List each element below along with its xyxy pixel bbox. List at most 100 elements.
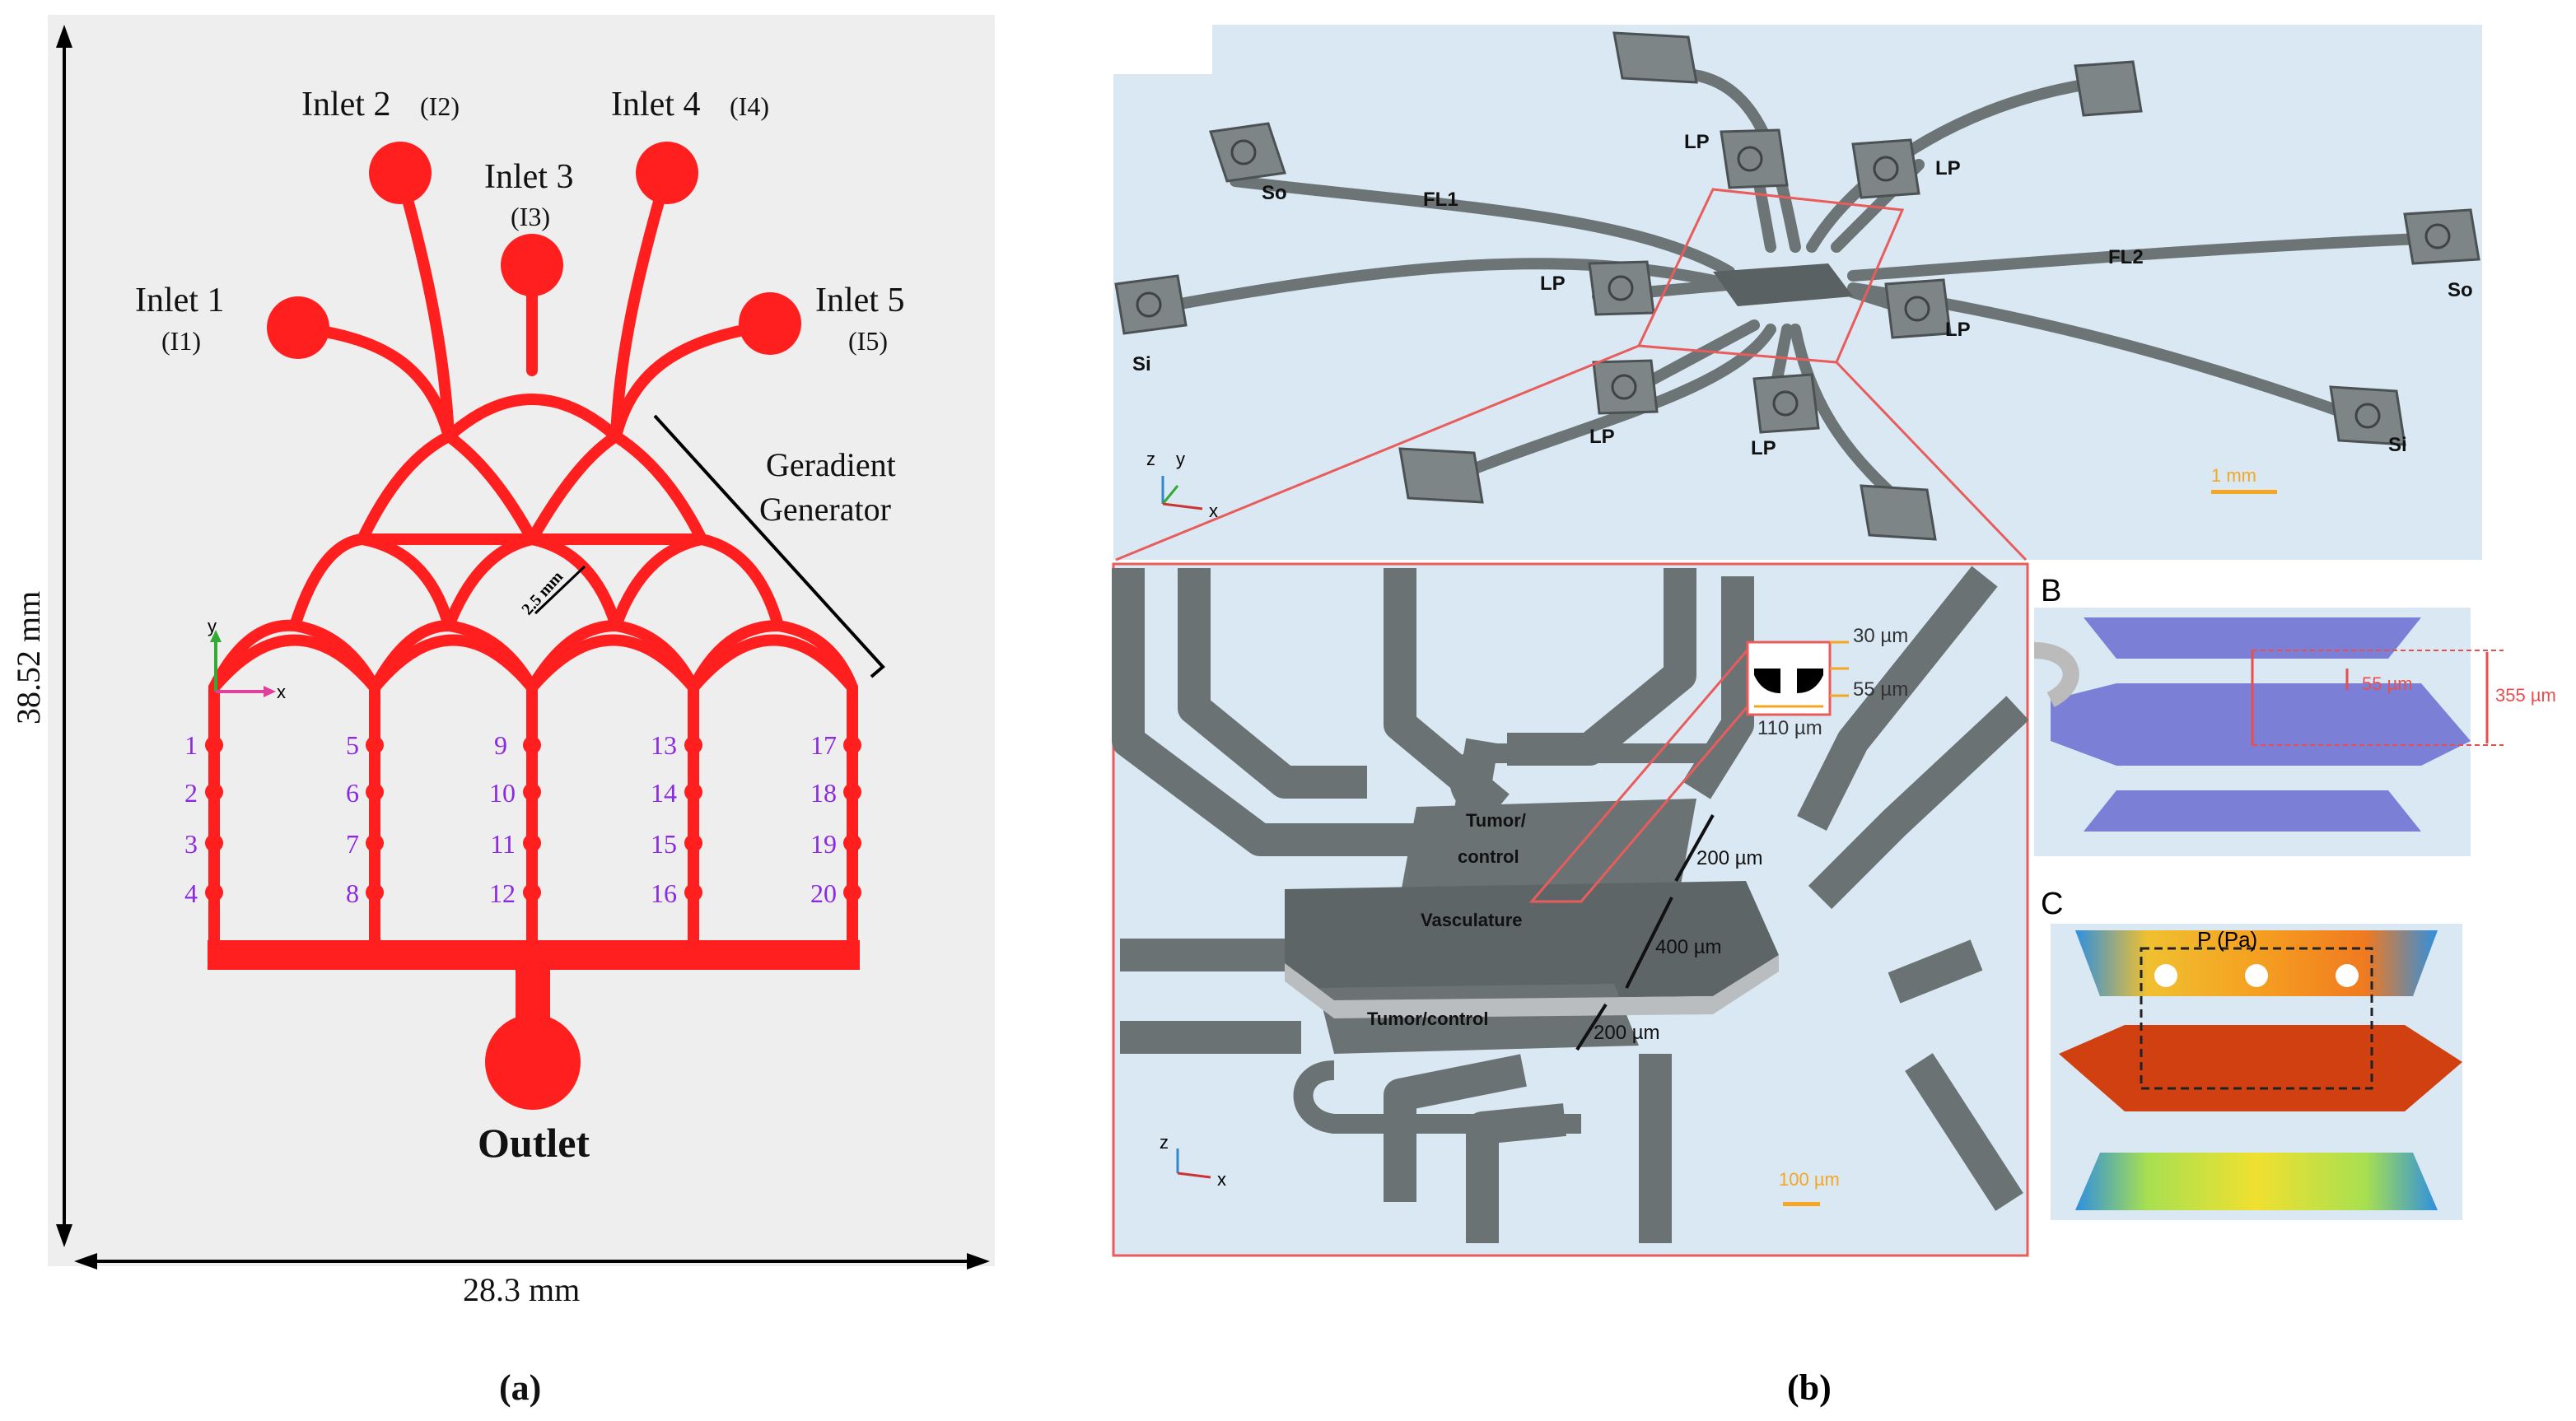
port-label: 12	[489, 878, 516, 908]
port-label: 9	[494, 730, 507, 760]
panel-b-caption: (b)	[1787, 1367, 1832, 1408]
so-right-label: So	[2448, 279, 2473, 301]
port-label: 18	[810, 778, 837, 808]
inlet-3-code: (I3)	[511, 202, 550, 231]
port-label: 20	[810, 878, 837, 908]
dim-200-top-arrow	[1674, 814, 1715, 882]
tumor-control-bottom-label: Tumor/control	[1367, 1009, 1488, 1029]
port-label: 10	[489, 778, 516, 808]
xyz-axes-icon: z y x	[1146, 449, 1218, 521]
inset-110um-label: 110 µm	[1757, 717, 1822, 739]
port-label: 2	[184, 778, 198, 808]
xy-axes-icon: y x	[208, 616, 286, 702]
inlet-3-label: Inlet 3	[484, 158, 573, 196]
port-label: 14	[651, 778, 677, 808]
inlet-2-label: Inlet 2	[301, 86, 390, 123]
port-label: 17	[810, 730, 837, 760]
inlet-1-label: Inlet 1	[135, 282, 224, 319]
svg-text:y: y	[208, 616, 217, 636]
port-label: 19	[810, 829, 837, 859]
lp-label: LP	[1935, 157, 1961, 179]
si-right-label: Si	[2388, 434, 2407, 456]
inlet-4-port	[636, 142, 698, 204]
central-chamber	[1713, 263, 1853, 306]
inset-30um-label: 30 µm	[1853, 625, 1908, 647]
port-label: 3	[184, 829, 198, 859]
svg-text:z: z	[1146, 449, 1155, 469]
panel-C-pressure-map: C P (Pa)	[2041, 887, 2462, 1220]
si-left-label: Si	[1132, 353, 1151, 375]
channel-network	[208, 167, 858, 961]
gradient-generator-bracket	[653, 414, 885, 678]
dim-400-label: 400 µm	[1655, 936, 1722, 958]
inlet-1-code: (I1)	[161, 326, 201, 356]
zoom-3d-view: 30 µm 55 µm 110 µm 200 µm 400 µm 200 µm …	[1112, 562, 2029, 1257]
height-dimension-arrow	[56, 25, 72, 1247]
width-dimension-label: 28.3 mm	[463, 1271, 580, 1308]
svg-text:y: y	[1176, 449, 1185, 469]
vasculature-label: Vasculature	[1421, 910, 1523, 930]
xz-axes-icon: z x	[1160, 1132, 1226, 1190]
gradient-generator-label-2: Generator	[759, 491, 891, 528]
port-label: 5	[346, 730, 359, 760]
lp-label: LP	[1751, 437, 1776, 459]
port-label: 6	[346, 778, 359, 808]
panel-C-letter: C	[2041, 887, 2063, 921]
port-label: 16	[651, 878, 677, 908]
scale-bar-1mm	[2211, 490, 2277, 494]
dim-200-top-label: 200 µm	[1696, 847, 1763, 869]
inlet-3-port	[501, 234, 563, 296]
so-left-label: So	[1262, 182, 1287, 204]
svg-text:x: x	[1217, 1169, 1226, 1190]
inlet-5-port	[739, 292, 801, 355]
inlet-1-port	[267, 296, 329, 359]
outlet-port	[485, 1014, 581, 1110]
dim-400-arrow	[1625, 897, 1673, 989]
panel-b: So FL1 Si LP LP LP LP LP LP FL2 So Si z …	[1112, 25, 2556, 1408]
lp-label: LP	[1684, 131, 1710, 153]
panel-B-355um-label: 355 µm	[2495, 685, 2556, 706]
port-label: 1	[184, 730, 198, 760]
tumor-control-top-label-1: Tumor/	[1466, 810, 1526, 831]
panel-B-letter: B	[2041, 574, 2061, 608]
channel-dimension-arrow	[534, 565, 586, 615]
scale-bar-100um-label: 100 µm	[1779, 1169, 1840, 1190]
svg-text:x: x	[1209, 501, 1218, 521]
inlet-4-label: Inlet 4	[611, 86, 700, 123]
dim-200-bottom-label: 200 µm	[1594, 1022, 1660, 1044]
panel-a: 2.5 mm y x Inlet 1 (I1) Inlet 2 (I2) Inl…	[10, 15, 995, 1408]
gradient-generator-label-1: Geradient	[766, 446, 896, 483]
port-label: 4	[184, 878, 198, 908]
panel-a-caption: (a)	[499, 1367, 541, 1408]
port-label: 11	[490, 829, 516, 859]
lp-label: LP	[1540, 273, 1566, 295]
panel-B-cross-section: B 55 µm 355 µm	[2033, 574, 2556, 856]
lp-label: LP	[1945, 319, 1971, 341]
port-label: 15	[651, 829, 677, 859]
scale-bar-1mm-label: 1 mm	[2211, 465, 2256, 486]
width-dimension-arrow	[74, 1253, 990, 1270]
inlet-5-label: Inlet 5	[815, 282, 904, 319]
panel-B-55um-label: 55 µm	[2362, 673, 2413, 694]
outlet-label: Outlet	[478, 1120, 590, 1166]
tumor-control-top-label-2: control	[1458, 846, 1519, 867]
inlet-2-port	[369, 142, 432, 204]
inset-55um-label: 55 µm	[1853, 678, 1908, 701]
inlet-2-code: (I2)	[420, 91, 460, 121]
fl1-label: FL1	[1423, 189, 1458, 211]
inlet-4-code: (I4)	[730, 91, 769, 121]
inlet-5-code: (I5)	[848, 326, 888, 356]
tumor-control-top-chamber	[1400, 799, 1696, 897]
inlet-2-branch	[394, 167, 455, 442]
port-dots	[205, 736, 861, 902]
dim-200-bottom-arrow	[1575, 1003, 1608, 1051]
port-label: 8	[346, 878, 359, 908]
svg-text:z: z	[1160, 1132, 1169, 1153]
scale-bar-100um	[1783, 1202, 1820, 1206]
lp-label: LP	[1589, 426, 1615, 448]
port-label: 7	[346, 829, 359, 859]
svg-text:x: x	[277, 682, 286, 702]
fl2-label: FL2	[2108, 246, 2144, 268]
inlet-4-branch	[610, 167, 673, 442]
vasculature-chamber	[1285, 881, 1779, 1000]
